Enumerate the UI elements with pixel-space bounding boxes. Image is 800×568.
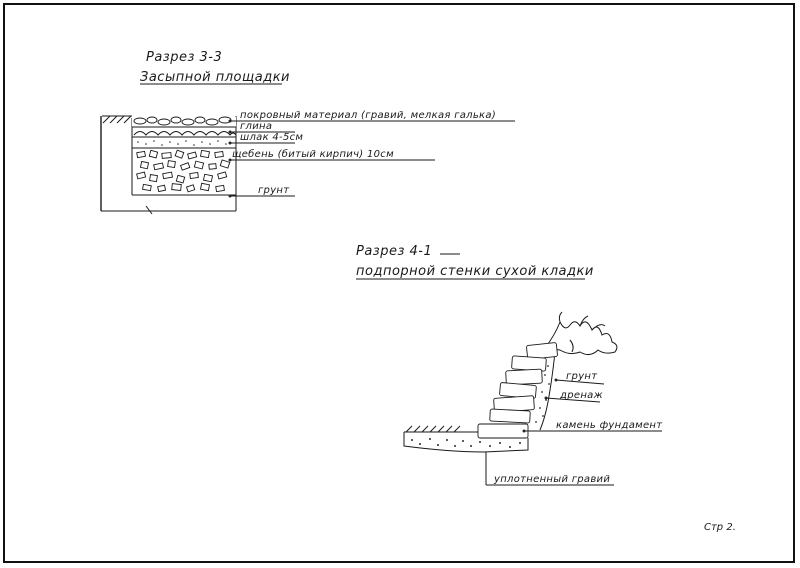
drainage-fill <box>535 365 550 423</box>
label-slag: шлак 4-5см <box>240 132 303 143</box>
section-3-ground-hatch <box>102 115 132 124</box>
label-cover-material: покровный материал (гравий, мелкая гальк… <box>240 110 496 121</box>
compacted-gravel <box>411 438 521 448</box>
layer-slag <box>137 140 227 146</box>
label-soil: грунт <box>258 185 290 196</box>
section-3-title: Разрез 3-3 <box>146 50 222 65</box>
layer-gravel <box>133 116 232 126</box>
label-compacted-gravel: уплотненный гравий <box>493 474 610 485</box>
section-3-subtitle: Засыпной площадки <box>140 70 290 85</box>
label-wall-soil: грунт <box>566 371 598 382</box>
label-drainage: дренаж <box>559 390 603 401</box>
plant-sketch <box>544 311 618 356</box>
wall-stones <box>489 342 558 424</box>
label-clay: глина <box>240 121 272 132</box>
foundation-stone <box>477 423 529 439</box>
ground-hatch-left <box>405 425 461 433</box>
section-4-cross-section: грунт дренаж камень фундамент уплотненны… <box>403 311 663 486</box>
section-3-break-mark <box>145 205 153 215</box>
label-foundation-stone: камень фундамент <box>556 420 663 431</box>
soil-boundary <box>539 351 556 431</box>
section-4-subtitle: подпорной стенки сухой кладки <box>356 264 594 279</box>
section-4-title: Разрез 4-1 <box>356 244 432 259</box>
section-3-cross-section: покровный материал (гравий, мелкая гальк… <box>100 110 515 215</box>
label-crushed-brick: щебень (битый кирпич) 10см <box>232 148 394 160</box>
sheet-border <box>3 3 795 563</box>
layer-crushed-brick <box>136 149 231 193</box>
page-number: Стр 2. <box>704 522 736 533</box>
layer-clay <box>133 131 237 136</box>
section-4-leaders <box>485 378 662 486</box>
gravel-bed-outline <box>403 432 529 453</box>
section-3-leaders <box>228 119 515 198</box>
